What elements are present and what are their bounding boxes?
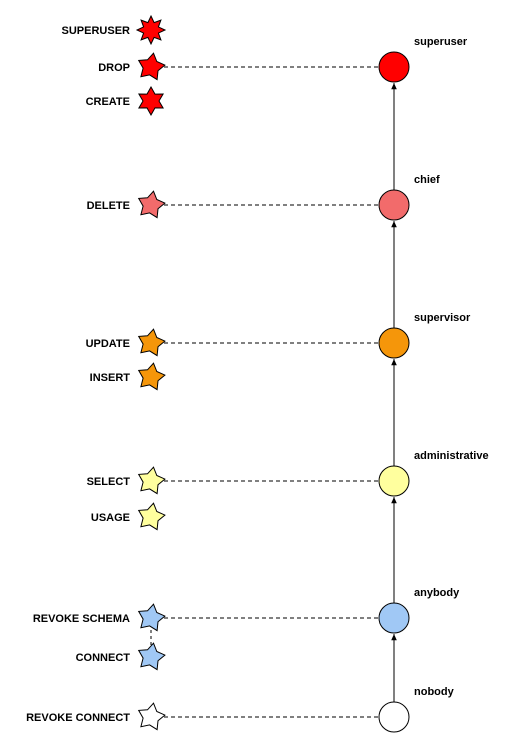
edges-layer [150, 66, 397, 718]
privilege-label: USAGE [91, 512, 130, 524]
privilege-label: SELECT [87, 476, 131, 488]
role-label: supervisor [414, 312, 471, 324]
privilege-label: REVOKE CONNECT [26, 712, 130, 724]
privilege-node: SUPERUSER [62, 14, 167, 46]
role-label: superuser [414, 36, 468, 48]
role-node-nobody: nobody [378, 686, 455, 733]
privilege-label: DELETE [87, 200, 130, 212]
privilege-star [137, 52, 166, 81]
role-node-administrative: administrative [378, 450, 489, 497]
privilege-label: INSERT [90, 372, 131, 384]
privilege-star [137, 642, 166, 671]
role-label: administrative [414, 450, 489, 462]
privilege-stars-layer: SUPERUSER DROP CREATE DELETE UPDATE INSERT SEL… [26, 14, 167, 731]
privilege-star [137, 702, 166, 731]
role-circle [378, 189, 410, 221]
privilege-label: REVOKE SCHEMA [33, 613, 130, 625]
privilege-star [135, 14, 167, 46]
privilege-node: CONNECT [76, 642, 166, 671]
nodes-layer: superuser chief supervisor administrative an… [378, 36, 489, 733]
privilege-star [137, 328, 166, 357]
role-label: anybody [414, 587, 460, 599]
privilege-star [138, 85, 164, 117]
role-circle [378, 701, 410, 733]
privilege-node: SELECT [87, 466, 166, 495]
privilege-node: REVOKE CONNECT [26, 702, 166, 731]
role-node-supervisor: supervisor [378, 312, 471, 359]
privilege-star [137, 190, 166, 219]
privilege-label: SUPERUSER [62, 25, 131, 37]
role-circle [378, 465, 410, 497]
role-circle [378, 602, 410, 634]
privilege-node: INSERT [90, 362, 166, 391]
privilege-label: DROP [98, 62, 130, 74]
privilege-node: CREATE [86, 85, 164, 117]
privilege-node: USAGE [91, 502, 166, 531]
role-circle [378, 327, 410, 359]
role-label: chief [414, 174, 440, 186]
privilege-star [137, 502, 166, 531]
role-node-chief: chief [378, 174, 440, 221]
privilege-star [137, 466, 166, 495]
privilege-label: CREATE [86, 96, 130, 108]
privilege-node: DROP [98, 52, 166, 81]
role-node-anybody: anybody [378, 587, 460, 634]
privilege-node: REVOKE SCHEMA [33, 603, 166, 632]
privilege-label: UPDATE [86, 338, 130, 350]
role-label: nobody [414, 686, 455, 698]
role-circle [378, 51, 410, 83]
privilege-star [137, 362, 166, 391]
privilege-star [137, 603, 166, 632]
privilege-node: UPDATE [86, 328, 166, 357]
privilege-label: CONNECT [76, 652, 131, 664]
privilege-node: DELETE [87, 190, 166, 219]
role-node-superuser: superuser [378, 36, 468, 83]
